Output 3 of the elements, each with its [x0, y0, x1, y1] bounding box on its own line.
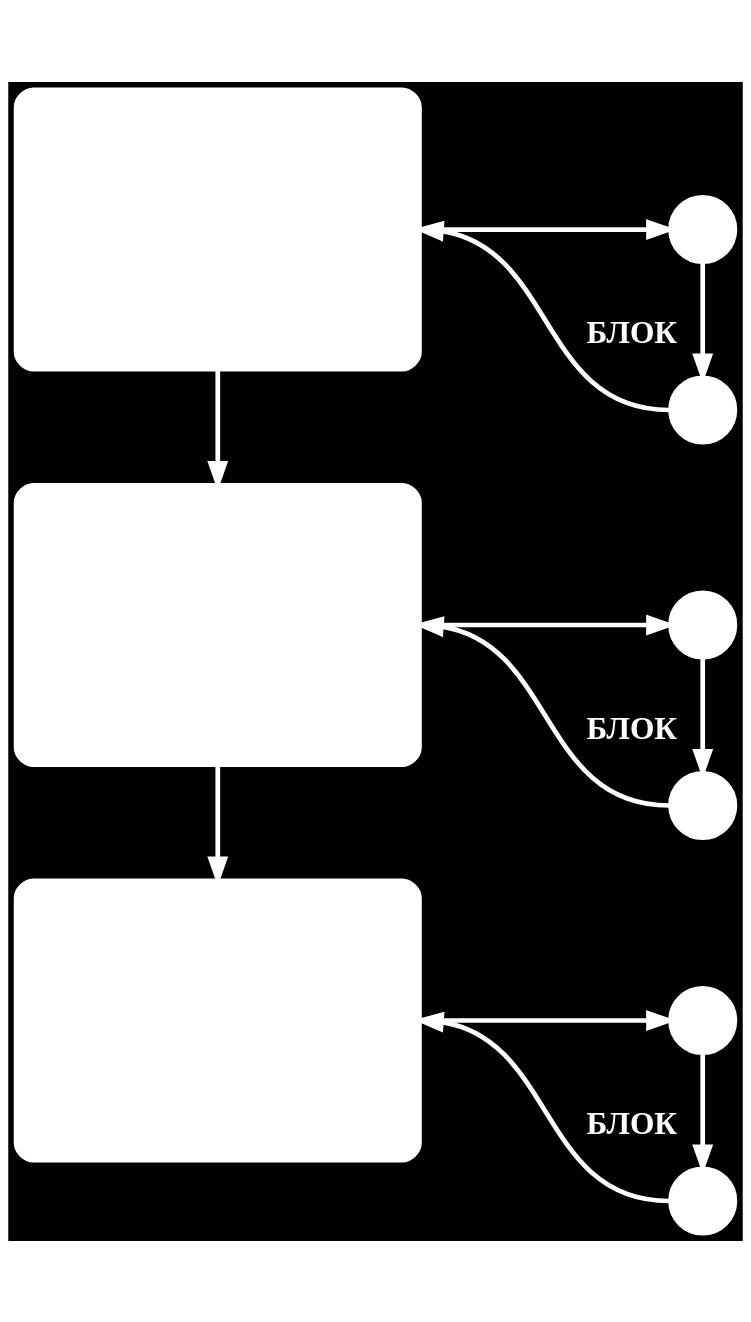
edge-label: БЛОК: [586, 314, 678, 350]
edge-label: БЛОК: [586, 709, 678, 745]
edge-label: БЛОК: [586, 1105, 678, 1141]
